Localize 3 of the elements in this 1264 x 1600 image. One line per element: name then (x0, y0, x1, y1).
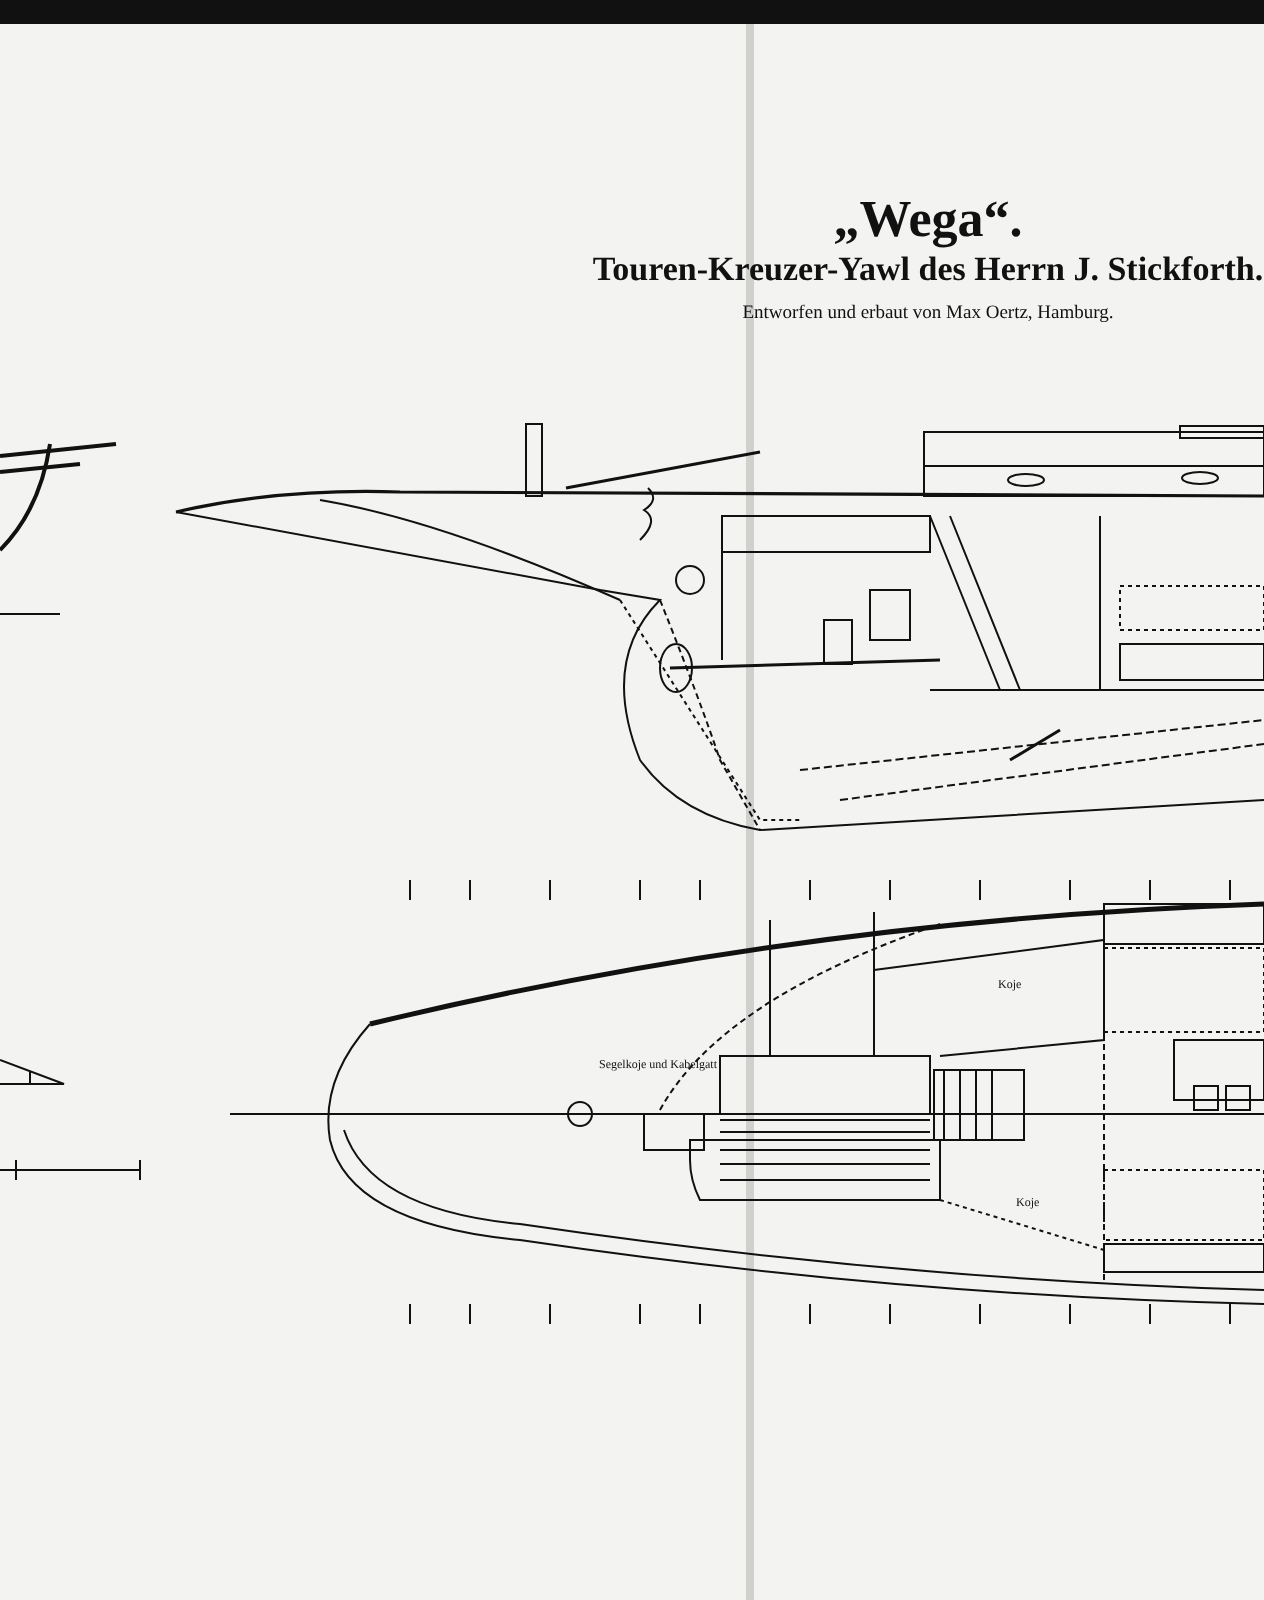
credit-line: Entworfen und erbaut von Max Oertz, Hamburg. (740, 302, 1116, 328)
title: „Wega“. (831, 188, 1025, 252)
subtitle: Touren-Kreuzer-Yawl des Herrn J. Stickforth. (592, 248, 1264, 292)
